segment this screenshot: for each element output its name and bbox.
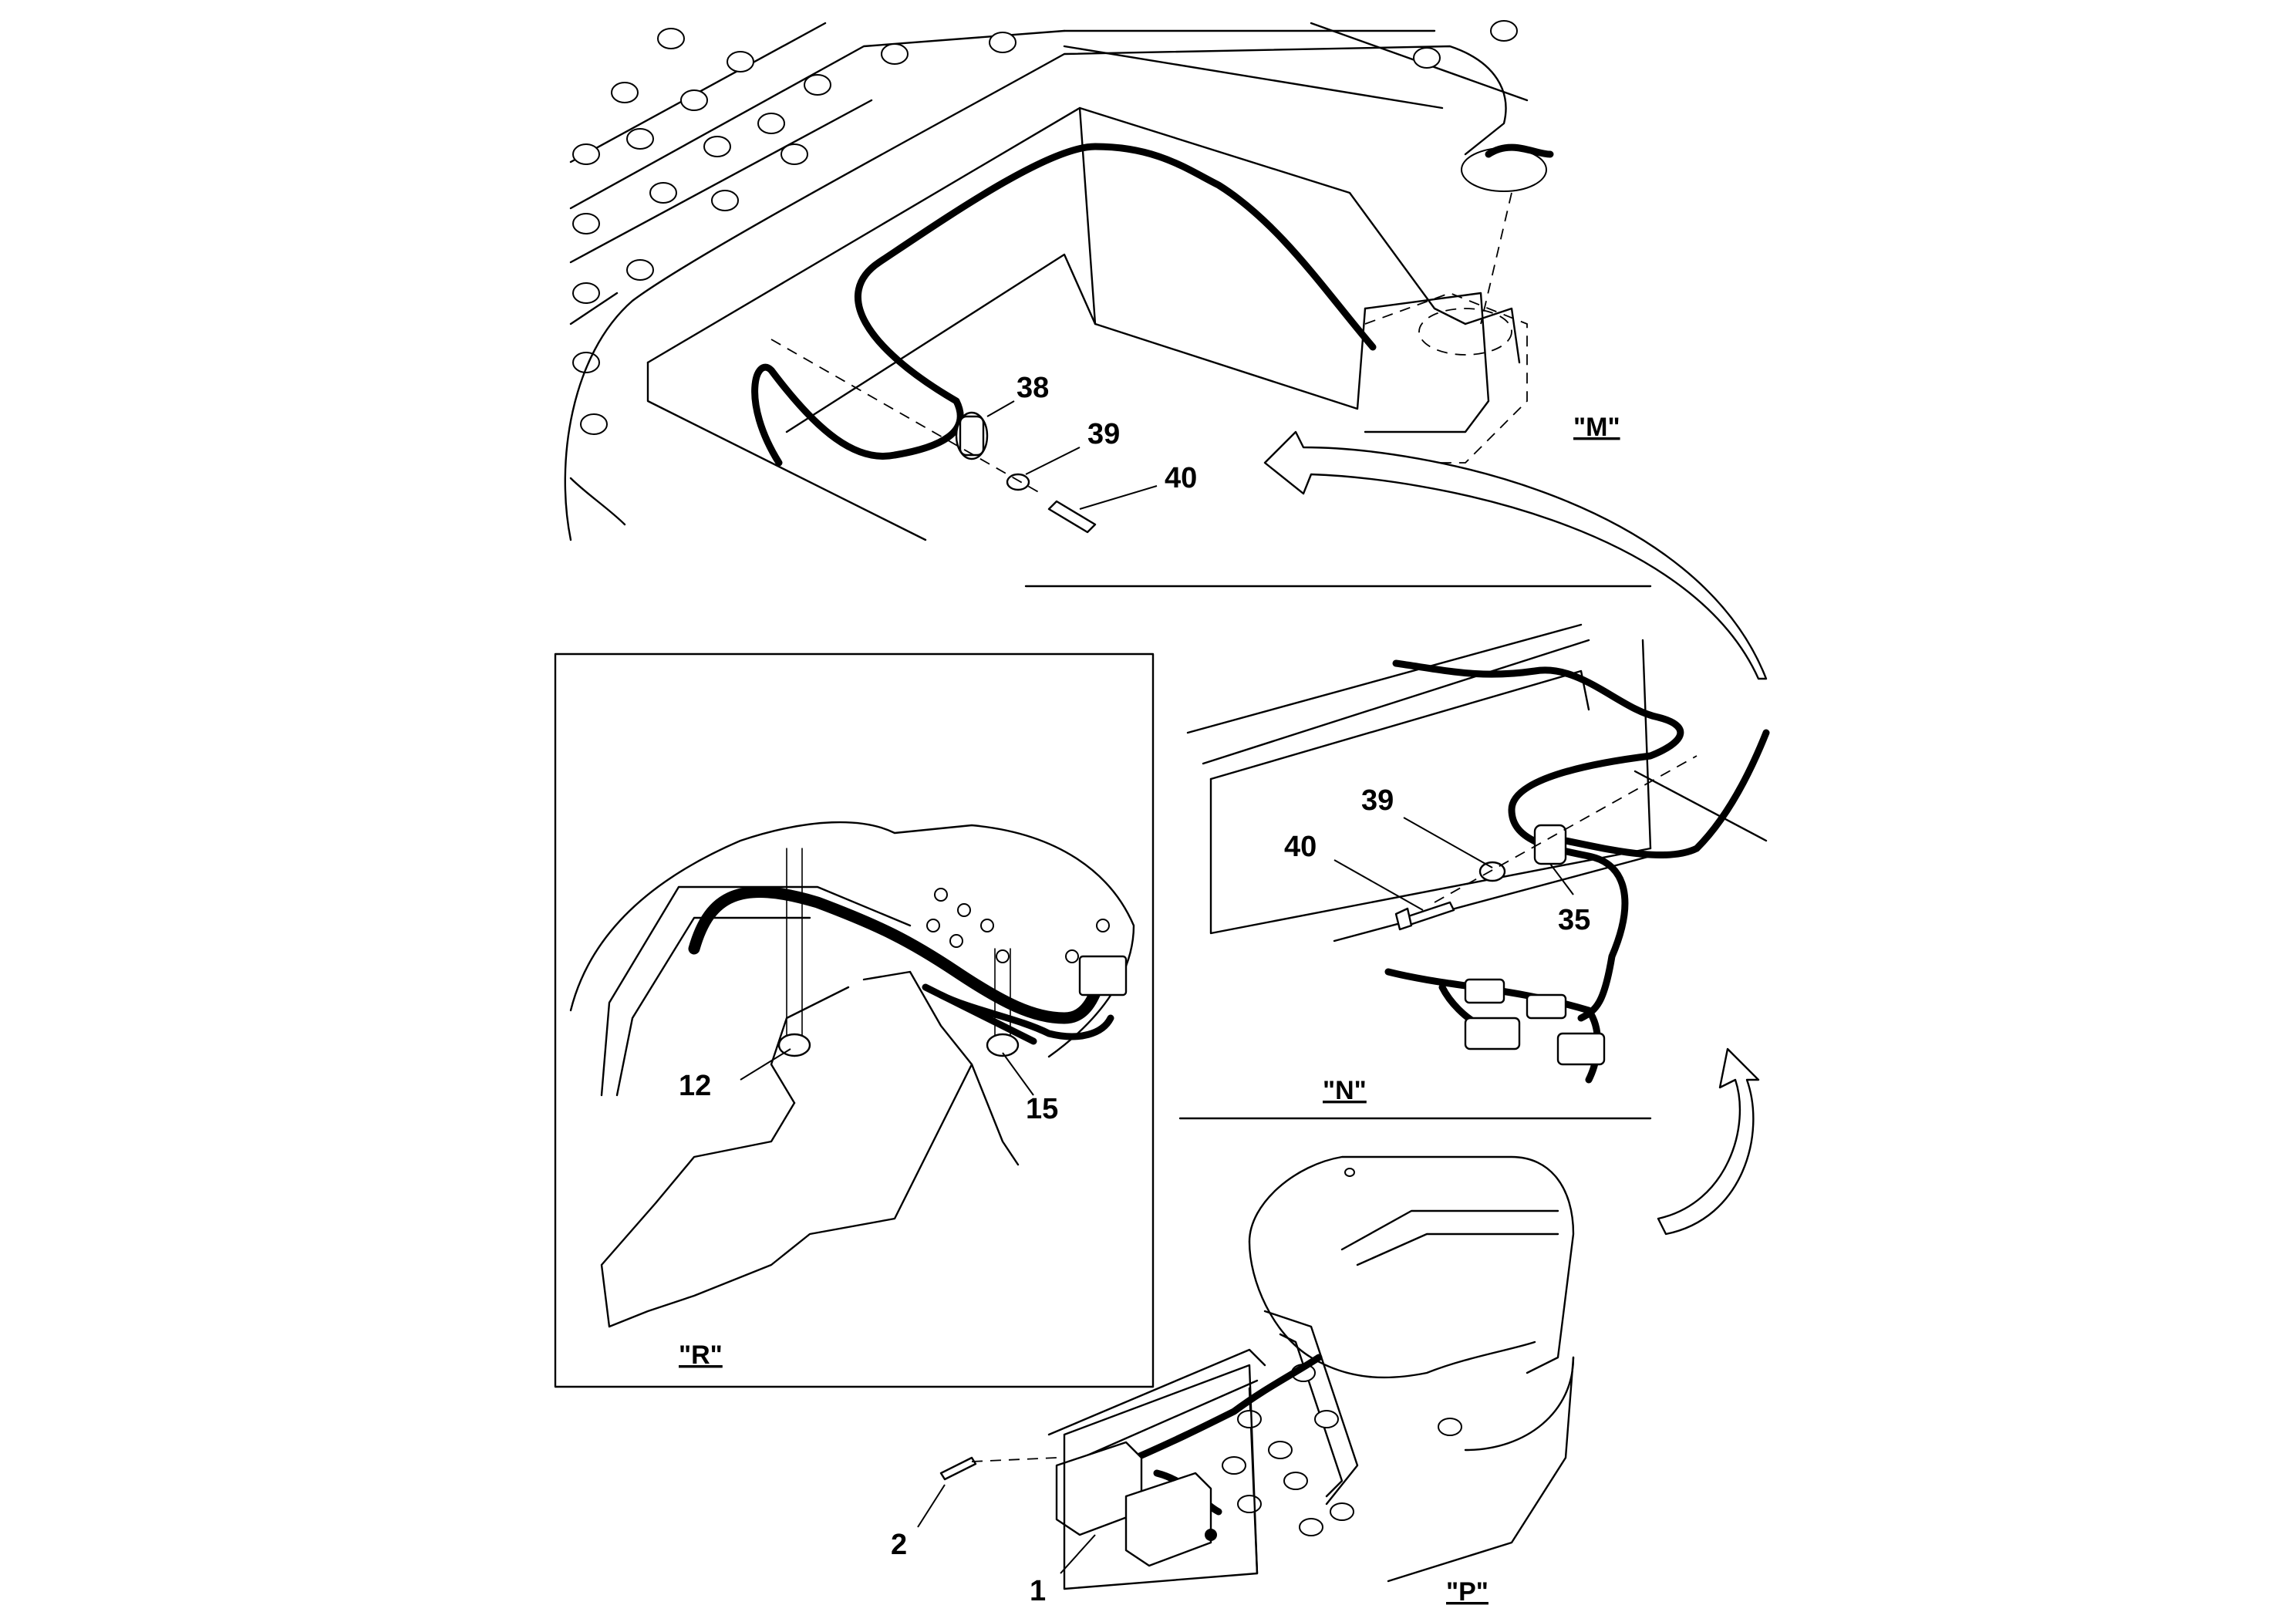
view-r-frame bbox=[554, 653, 1155, 1388]
callouts-view-m: 38 39 40 "M" bbox=[986, 372, 1620, 510]
view-m-illustration bbox=[564, 20, 1768, 680]
callout-2: 2 bbox=[891, 1529, 907, 1561]
callouts-view-p: 2 1 "P" bbox=[891, 1484, 1489, 1607]
callout-39-m: 39 bbox=[1087, 418, 1120, 450]
callout-15: 15 bbox=[1026, 1093, 1058, 1125]
callout-39-n: 39 bbox=[1361, 784, 1394, 817]
view-label-p: "P" bbox=[1446, 1577, 1489, 1607]
view-r-illustration bbox=[569, 821, 1135, 1328]
callout-12: 12 bbox=[679, 1070, 711, 1102]
callout-40-n: 40 bbox=[1284, 831, 1317, 863]
view-label-r: "R" bbox=[679, 1340, 723, 1370]
view-n-illustration bbox=[1024, 585, 1770, 1084]
callout-35: 35 bbox=[1558, 904, 1590, 936]
callouts-view-n: 39 40 35 "N" bbox=[1284, 784, 1590, 1105]
callout-40-m: 40 bbox=[1165, 462, 1197, 494]
view-p-illustration bbox=[939, 1047, 1760, 1590]
callout-38: 38 bbox=[1017, 372, 1049, 404]
callouts-view-r: 12 15 "R" bbox=[679, 1048, 1058, 1370]
view-label-m: "M" bbox=[1573, 413, 1620, 442]
view-label-n: "N" bbox=[1323, 1076, 1367, 1105]
callout-1: 1 bbox=[1030, 1575, 1046, 1607]
